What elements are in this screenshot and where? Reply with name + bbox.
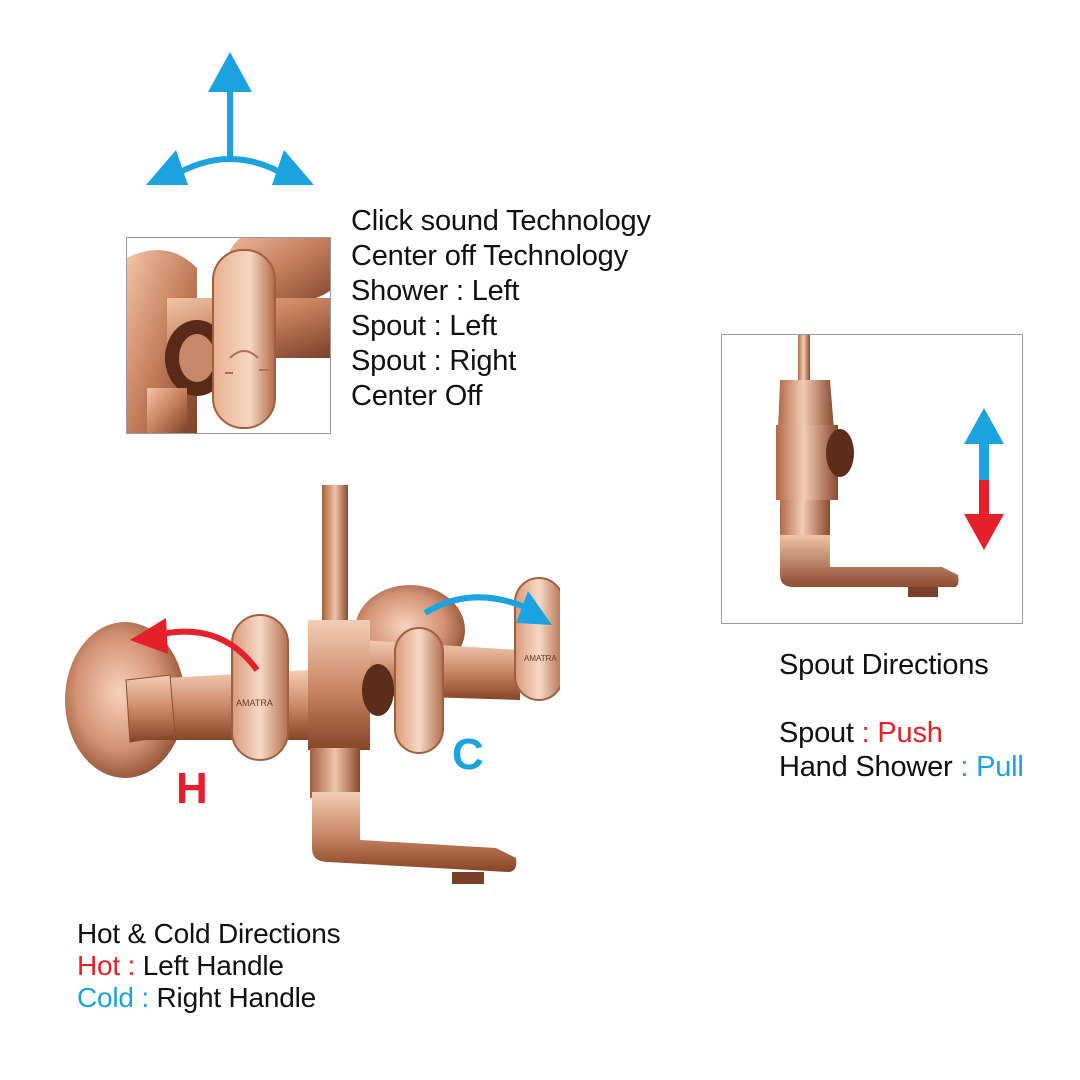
- curved-arrow-left-icon: [130, 618, 260, 672]
- feature-line: Shower : Left: [351, 275, 520, 307]
- spout-image: [776, 335, 959, 597]
- up-down-arrow-icon: [964, 408, 1004, 550]
- hand-shower-pull-line: Hand Shower : Pull: [779, 750, 1024, 785]
- hand-shower-pull-value: Pull: [976, 751, 1024, 783]
- spout-photo-box: [721, 334, 1023, 624]
- cold-marker: C: [452, 730, 484, 779]
- spout-separator: :: [853, 717, 878, 749]
- curved-arrow-right-icon: [423, 591, 552, 625]
- hot-line: Hot : Left Handle: [77, 950, 284, 982]
- hand-shower-separator: :: [952, 751, 977, 783]
- wall-mixer-image: [65, 485, 560, 884]
- feature-line: Spout : Right: [351, 345, 517, 377]
- brand-logo: AMATRA: [236, 698, 273, 708]
- hot-label: Hot :: [77, 950, 136, 981]
- valve-closeup-image: [126, 237, 331, 434]
- spout-directions-heading: Spout Directions: [779, 649, 989, 681]
- hot-marker: H: [176, 764, 208, 813]
- brand-logo: AMATRA: [524, 654, 557, 663]
- three-way-arrow-icon: [146, 52, 314, 185]
- spout-push-line: Spout : Push: [779, 716, 943, 751]
- feature-line: Center Off: [351, 380, 483, 412]
- hand-shower-label: Hand Shower: [779, 751, 953, 783]
- cold-label: Cold :: [77, 982, 149, 1013]
- hot-value: Left Handle: [135, 950, 284, 981]
- feature-line: Click sound Technology: [351, 205, 651, 237]
- cold-line: Cold : Right Handle: [77, 982, 316, 1014]
- spout-label: Spout: [779, 717, 854, 749]
- cold-value: Right Handle: [148, 982, 317, 1013]
- feature-line: Center off Technology: [351, 240, 628, 272]
- features-list: Click sound Technology Center off Techno…: [351, 204, 651, 414]
- hotcold-heading: Hot & Cold Directions: [77, 918, 341, 949]
- feature-line: Spout : Left: [351, 310, 497, 342]
- spout-push-value: Push: [877, 717, 943, 749]
